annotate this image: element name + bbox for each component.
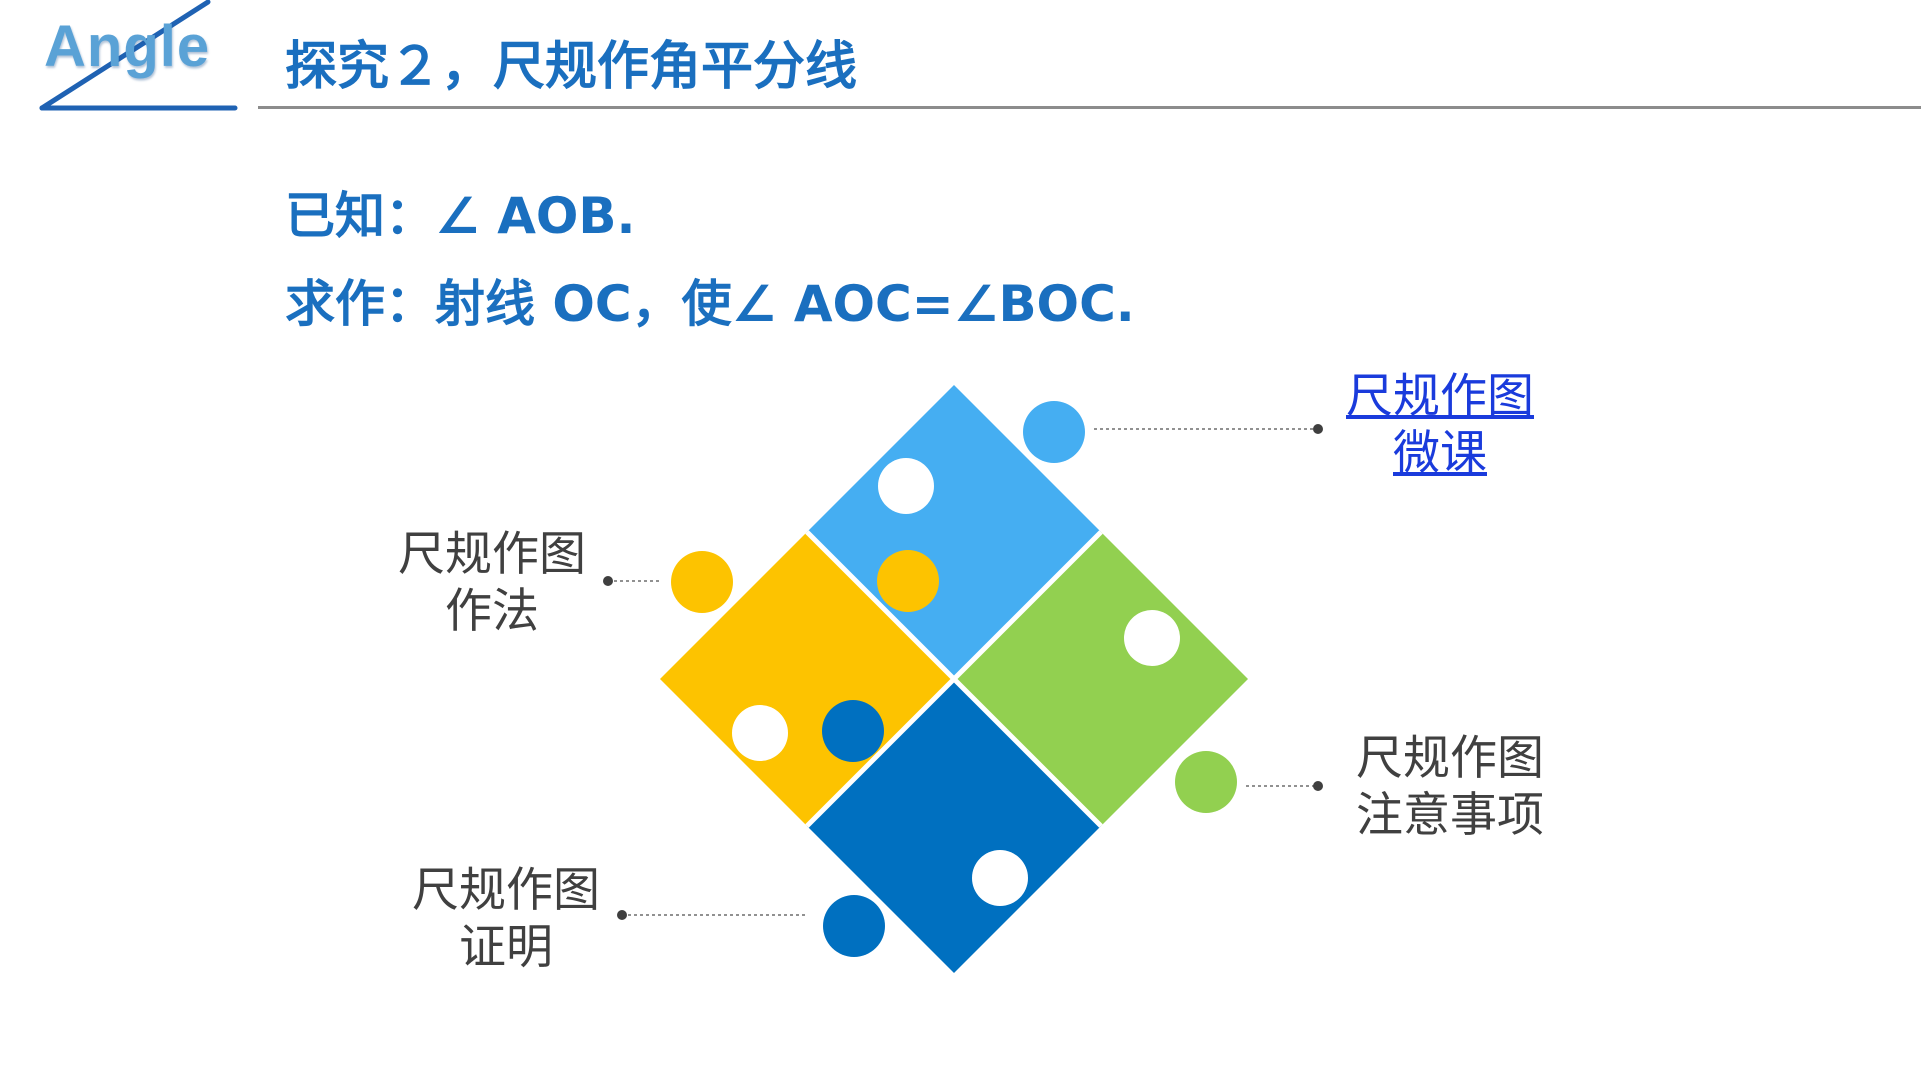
notes-label-line1: 尺规作图 [1356, 731, 1544, 786]
notes-label: 尺规作图 注意事项 [1330, 730, 1570, 845]
angle-logo-icon [39, 0, 238, 111]
leader-line-micro-lesson [1094, 424, 1323, 434]
puzzle-seams [805, 530, 1103, 828]
page-title: 探究２，尺规作角平分线 [285, 37, 858, 97]
proof-label-line1: 尺规作图 [412, 863, 600, 918]
task-statement: 求作：射线 OC，使∠ AOC=∠BOC. [285, 275, 1135, 333]
method-label-line2: 作法 [445, 584, 539, 640]
micro-lesson-link[interactable]: 尺规作图 微课 [1320, 368, 1560, 483]
method-label: 尺规作图 作法 [372, 526, 612, 641]
proof-label-line2: 证明 [459, 920, 553, 976]
micro-lesson-link-line1[interactable]: 尺规作图 [1346, 369, 1534, 424]
micro-lesson-link-line2[interactable]: 微课 [1393, 426, 1487, 482]
logo-text: Angle [44, 14, 211, 79]
proof-label: 尺规作图 证明 [386, 862, 626, 977]
leader-line-notes [1246, 781, 1323, 791]
leader-line-method [603, 576, 662, 586]
given-statement: 已知：∠ AOB. [285, 187, 636, 245]
method-label-line1: 尺规作图 [398, 527, 586, 582]
notes-label-line2: 注意事项 [1356, 788, 1544, 844]
leader-line-proof [617, 910, 806, 920]
title-divider [258, 106, 1921, 109]
